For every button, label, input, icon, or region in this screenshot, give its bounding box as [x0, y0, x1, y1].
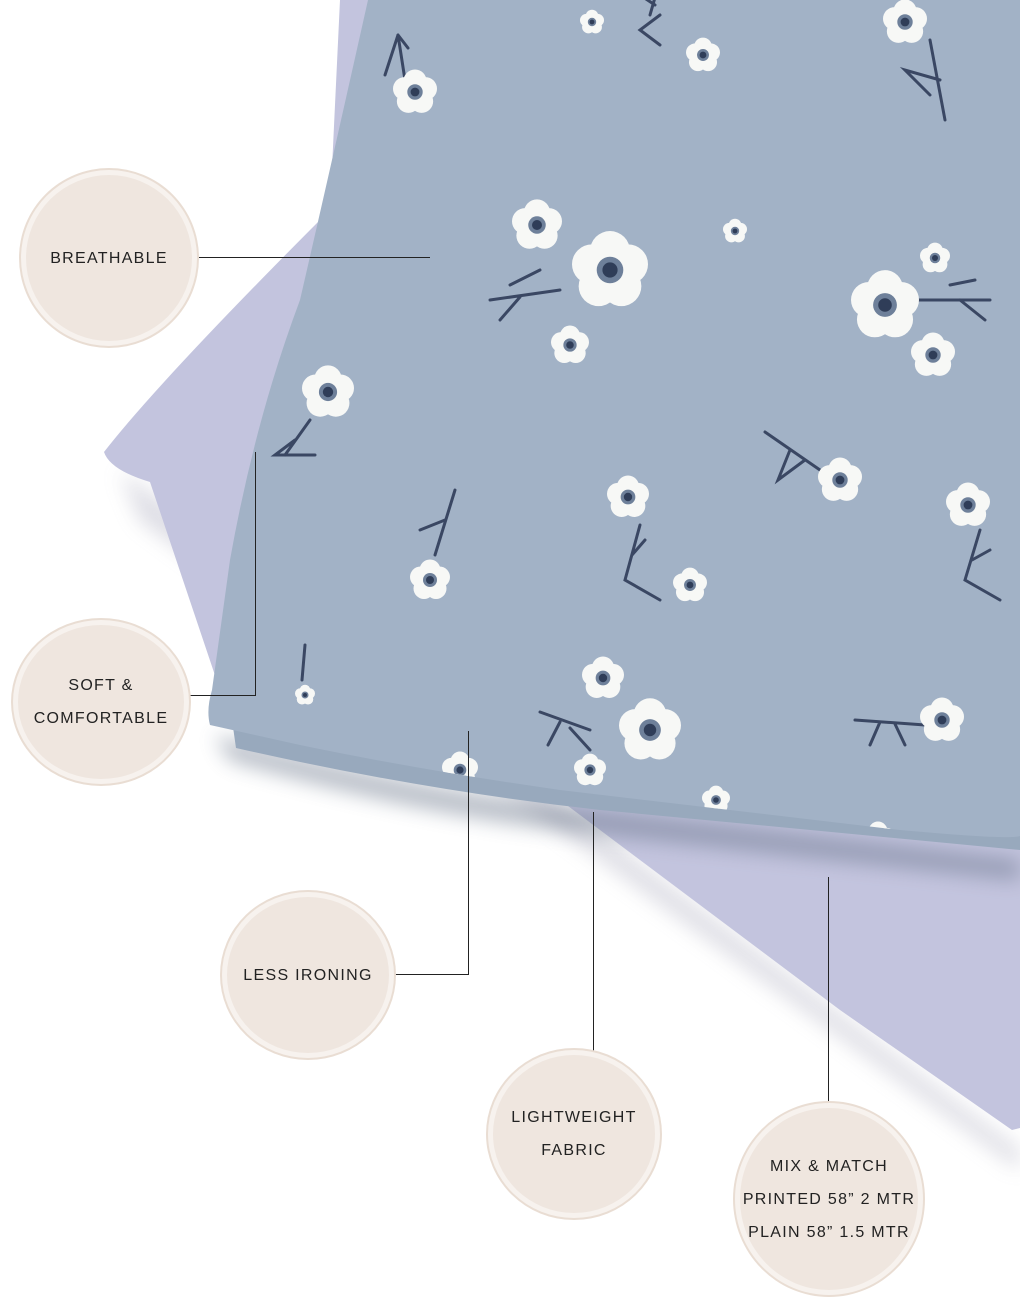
badge-breathable-line-1: BREATHABLE: [50, 249, 168, 267]
leaf-stem: [899, 38, 947, 122]
badge-mix-match: MIX & MATCH PRINTED 58” 2 MTR PLAIN 58” …: [740, 1108, 918, 1290]
leaf-stem: [763, 430, 822, 485]
flower-motif: [723, 218, 747, 243]
flower-motif: [572, 231, 648, 307]
badge-lightweight-fabric: LIGHTWEIGHT FABRIC: [493, 1055, 655, 1213]
flower-motif: [580, 9, 604, 34]
leaf-stem: [488, 268, 562, 322]
badge-breathable: BREATHABLE: [26, 175, 192, 341]
flower-motif: [410, 559, 450, 599]
leaf-stem: [853, 718, 927, 747]
flower-motif: [818, 457, 862, 501]
flower-motif: [911, 332, 955, 376]
printed-fabric-shadow: [215, 735, 1020, 880]
badge-mix-line-1: MIX & MATCH: [769, 1157, 888, 1175]
badge-lightweight-line-1: LIGHTWEIGHT: [511, 1109, 637, 1126]
flower-motif: [883, 0, 927, 43]
flower-motif: [442, 751, 478, 788]
flower-motif: [574, 753, 606, 786]
badge-soft-line-1: SOFT &: [68, 677, 134, 694]
callout-line-mix-v: [828, 877, 829, 1105]
flower-motif: [393, 69, 437, 113]
callout-line-breathable-h: [185, 257, 430, 258]
badge-mix-line-2: PRINTED 58” 2 MTR: [742, 1190, 916, 1208]
flower-motif: [302, 365, 354, 417]
leaf-stem: [538, 710, 592, 752]
flower-motif: [551, 325, 589, 364]
flower-motif: [946, 482, 990, 526]
flower-motif: [920, 242, 950, 273]
leaf-stem: [637, 0, 662, 47]
leaf-stem: [383, 33, 410, 82]
flower-motif: [851, 270, 919, 338]
flower-motif: [673, 567, 707, 602]
flower-motif: [920, 697, 964, 741]
leaf-stem: [623, 523, 662, 602]
leaf-stem: [270, 418, 317, 457]
flower-motif: [512, 199, 562, 249]
floral-pattern: [270, 0, 1002, 838]
leaf-stem: [418, 488, 457, 557]
flower-motif: [582, 656, 624, 698]
badge-soft-line-2: COMFORTABLE: [33, 710, 169, 727]
flower-motif: [686, 37, 720, 72]
flower-motif: [295, 684, 315, 705]
callout-line-soft-v: [255, 452, 256, 696]
callout-line-soft-h: [181, 695, 256, 696]
badge-mix-line-3: PLAIN 58” 1.5 MTR: [748, 1223, 910, 1241]
printed-fabric: [208, 0, 1020, 838]
flower-motif: [702, 785, 730, 814]
flower-motif: [607, 475, 649, 517]
badge-soft-comfortable: SOFT & COMFORTABLE: [18, 625, 184, 779]
callout-line-ironing-h: [394, 974, 469, 975]
flower-motif: [619, 698, 681, 760]
badge-less-ironing: LESS IRONING: [227, 897, 389, 1053]
callout-line-lightweight-v: [593, 812, 594, 1052]
callout-line-ironing-v: [468, 731, 469, 975]
leaf-stem: [300, 643, 307, 682]
badge-lightweight-line-2: FABRIC: [541, 1142, 607, 1159]
badge-ironing-line-1: LESS IRONING: [243, 966, 373, 984]
leaf-stem: [963, 528, 1002, 602]
